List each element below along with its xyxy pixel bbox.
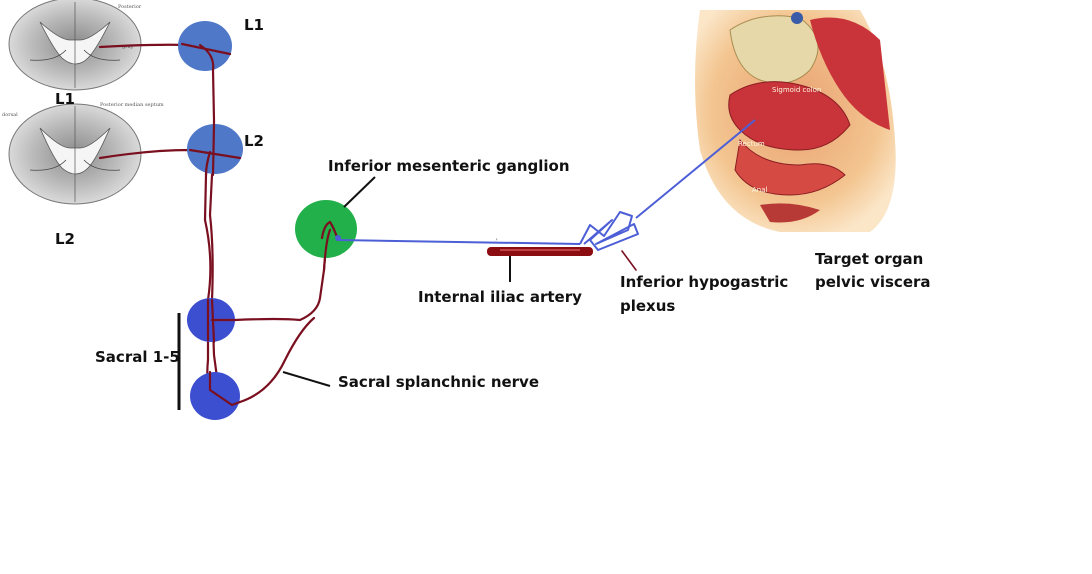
postganglionic-fiber: [337, 239, 581, 245]
fiber-to-pelvic-viscera: [635, 119, 756, 219]
pointer-sacral-splanchnic: [282, 371, 331, 387]
postganglionic-paths: [337, 119, 756, 251]
nerve-sympathetic-chain-right: [198, 43, 234, 407]
ganglion-l1: [178, 21, 232, 71]
inferior-mesenteric-ganglion-label: Inferior mesenteric ganglion: [328, 157, 570, 175]
inferior-hypogastric-plexus-label-line2: plexus: [620, 297, 676, 315]
nerve-overlay-s5: [208, 370, 242, 407]
nerve-plexus-pointer: [621, 250, 637, 271]
svg-text:gray: gray: [122, 44, 134, 50]
svg-text:dorsal: dorsal: [2, 112, 18, 118]
nerve-overlay-s1: [206, 298, 237, 344]
nerve-overlay-l1: [180, 42, 232, 72]
inferior-hypogastric-plexus-label-line1: Inferior hypogastric: [620, 273, 789, 291]
pelvis-illustration: Sigmoid colon Rectum Anal: [695, 10, 896, 232]
sacral-splanchnic-nerve-label: Sacral splanchnic nerve: [338, 373, 540, 391]
sacral-label: Sacral 1-5: [95, 348, 180, 366]
pelvis-anal-label: Anal: [752, 186, 768, 194]
target-organ-label-line1: Target organ: [815, 250, 924, 268]
pelvis-rectum-label: Rectum: [738, 140, 765, 148]
spinal-cord-section-l2: dorsal Posterior median septum: [2, 102, 164, 205]
cord-label-l2: L2: [55, 230, 75, 248]
hypogastric-plexus-mesh: [579, 211, 639, 251]
pointer-lines: [177, 176, 511, 410]
target-organ-label-line2: pelvic viscera: [815, 273, 931, 291]
artery-tick-mark: ': [496, 238, 498, 245]
ganglion-sacral-5: [190, 372, 240, 420]
nerve-overlay-imf: [320, 220, 340, 272]
internal-iliac-artery-label: Internal iliac artery: [418, 288, 582, 306]
nerve-overlays: [180, 42, 340, 407]
pointer-inferior-mesenteric: [343, 176, 376, 208]
cord-label-l1: L1: [55, 90, 75, 108]
inferior-mesenteric-ganglion-shape: [295, 200, 357, 258]
ganglion-l2: [187, 124, 243, 174]
ganglion-label-l1: L1: [244, 16, 264, 34]
pelvis-sigmoid-label: Sigmoid colon: [772, 86, 821, 94]
internal-iliac-artery-shape: [487, 247, 593, 256]
artery-highlight: [500, 249, 580, 251]
ganglion-label-l2: L2: [244, 132, 264, 150]
svg-text:Posterior median septum: Posterior median septum: [100, 102, 164, 108]
nerve-overlay-l2: [188, 122, 242, 177]
nerve-sympathetic-chain-left: [203, 150, 212, 390]
svg-text:Posterior: Posterior: [118, 4, 142, 10]
spinal-cord-section-l1: Posterior gray: [8, 0, 142, 91]
nerve-s5-to-ganglion: [238, 316, 316, 404]
